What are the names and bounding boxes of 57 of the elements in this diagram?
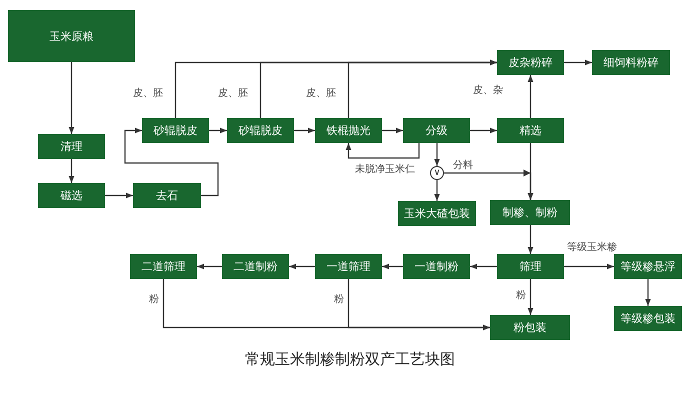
arrow [470,128,497,134]
arrow [197,264,222,270]
process-box: 二道制粉 [222,254,289,279]
arrow [564,60,592,66]
process-box: 铁棍抛光 [315,118,382,143]
edge-label: 皮、胚 [305,88,337,100]
process-box: 去石 [133,183,201,208]
edge-label: 分料 [452,160,474,172]
process-box: 分级 [403,118,470,143]
arrow [564,264,614,270]
edge-label: 皮、胚 [217,88,249,100]
edge-label: 粉 [515,290,527,302]
caption: 常规玉米制糁制粉双产工艺块图 [245,350,455,368]
arrow [346,143,420,159]
process-box: 二道筛理 [130,254,197,279]
arrow [382,264,403,270]
arrow [645,279,651,306]
arrow [470,264,497,270]
edge-label: 粉 [333,294,345,306]
process-box: 制糁、制粉 [490,200,570,225]
process-box: 粉包装 [490,315,570,340]
arrow [528,75,534,118]
arrow [68,159,74,183]
arrow [528,143,534,200]
process-box: 磁选 [38,183,105,208]
process-box: 玉米原粮 [8,10,135,62]
process-box: 皮杂粉碎 [497,50,564,75]
process-box: 砂辊脱皮 [227,118,294,143]
edge-label: 皮、杂 [472,85,504,97]
edge-label: 未脱净玉米仁 [354,164,416,176]
arrow [348,60,497,118]
process-box: 一道筛理 [315,254,382,279]
merge-circle: ∨ [430,166,444,180]
arrow [105,192,133,198]
arrow [434,180,440,201]
process-box: 一道制粉 [403,254,470,279]
process-box: 精选 [497,118,564,143]
process-box: 砂辊脱皮 [142,118,209,143]
process-box: 筛理 [497,254,564,279]
arrow [382,128,403,134]
arrow [68,62,74,134]
arrow [289,264,315,270]
arrow [209,128,227,134]
arrow [528,225,534,254]
arrow [348,279,490,330]
process-box: 清理 [38,134,105,159]
arrow [294,128,315,134]
edge-label: 粉 [148,294,160,306]
arrow [434,143,440,166]
process-box: 等级糁包装 [614,306,682,331]
arrow [124,128,219,196]
arrow [528,279,534,315]
edge-label: 皮、胚 [132,88,164,100]
edge-label: 等级玉米糁 [566,242,618,254]
process-box: 等级糁悬浮 [614,254,682,279]
process-box: 细饲料粉碎 [592,50,670,75]
process-box: 玉米大碴包装 [398,201,476,226]
